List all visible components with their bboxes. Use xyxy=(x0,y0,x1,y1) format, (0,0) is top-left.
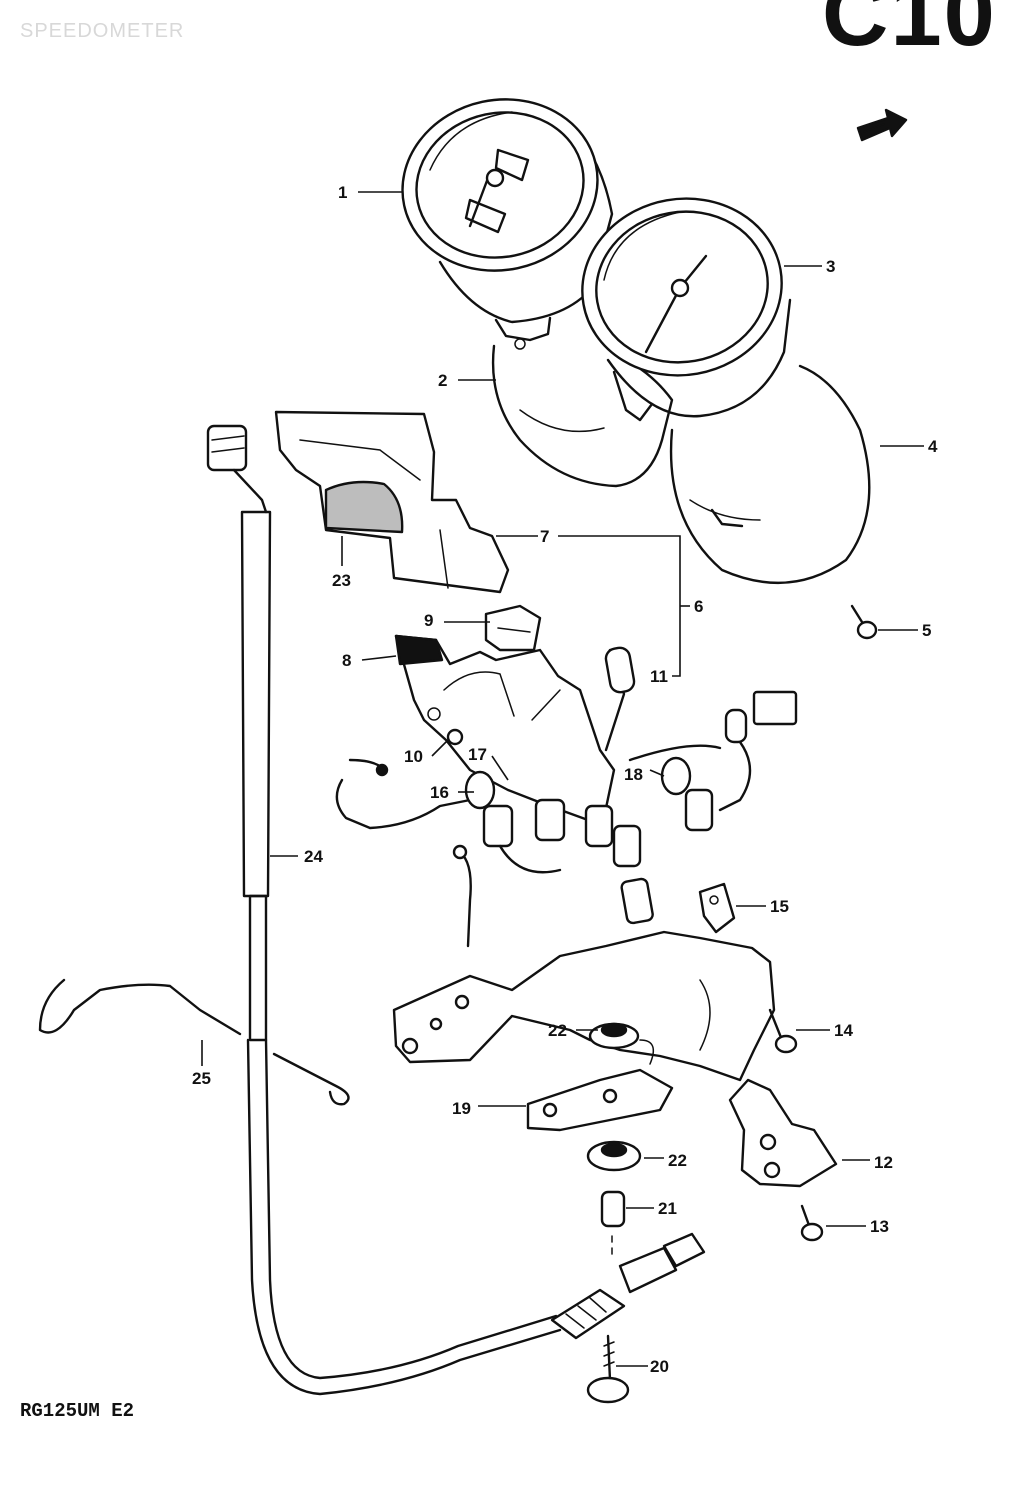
callout-21: 21 xyxy=(658,1199,677,1218)
pin-part-21 xyxy=(600,1190,626,1255)
speedometer-housing xyxy=(491,344,674,488)
callout-10: 10 xyxy=(404,747,423,766)
model-code: RG125UM E2 xyxy=(20,1400,135,1422)
callout-13: 13 xyxy=(870,1217,889,1236)
rubber-grommet-lower xyxy=(586,1140,642,1172)
indicator-lamp-housing xyxy=(394,604,616,822)
bolt-part-14 xyxy=(768,1008,798,1054)
callout-2: 2 xyxy=(438,371,447,390)
callout-11: 11 xyxy=(650,667,668,686)
callout-22-upper: 22 xyxy=(548,1021,567,1040)
callout-20: 20 xyxy=(650,1357,669,1376)
tachometer-gauge xyxy=(581,197,792,422)
callout-17: 17 xyxy=(468,745,487,764)
callout-12: 12 xyxy=(874,1153,893,1172)
front-arrow-icon xyxy=(856,108,908,142)
wire-clamp xyxy=(698,882,736,934)
callout-6: 6 xyxy=(694,597,703,616)
callout-16: 16 xyxy=(430,783,449,802)
callout-7: 7 xyxy=(540,527,549,546)
bolt-part-20 xyxy=(586,1334,630,1404)
callout-15: 15 xyxy=(770,897,789,916)
wire-tie xyxy=(38,978,350,1106)
bolt-part-13 xyxy=(800,1204,824,1242)
callout-23: 23 xyxy=(332,571,351,590)
callout-9: 9 xyxy=(424,611,433,630)
page-header-title: SPEEDOMETER xyxy=(20,20,185,42)
callout-24: 24 xyxy=(304,847,323,866)
speedometer-gauge xyxy=(401,98,614,350)
lower-plate xyxy=(526,1068,674,1132)
callout-3: 3 xyxy=(826,257,835,276)
callout-22-lower: 22 xyxy=(668,1151,687,1170)
meter-cover xyxy=(274,410,510,594)
side-bracket xyxy=(728,1078,838,1188)
callout-14: 14 xyxy=(834,1021,853,1040)
callout-8: 8 xyxy=(342,651,351,670)
screw-part-5 xyxy=(850,604,878,640)
rubber-grommet-upper xyxy=(588,1022,640,1050)
callout-1: 1 xyxy=(338,183,347,202)
callout-19: 19 xyxy=(452,1099,471,1118)
meter-bracket xyxy=(392,930,776,1082)
speedometer-cable xyxy=(206,424,706,1396)
leader-lines xyxy=(201,191,924,1367)
section-code: C10 xyxy=(822,0,997,65)
lamp-sockets-wiring xyxy=(335,646,798,948)
callout-18: 18 xyxy=(624,765,643,784)
callout-4: 4 xyxy=(928,437,938,456)
tachometer-housing xyxy=(669,364,871,585)
callout-25: 25 xyxy=(192,1069,211,1088)
callout-5: 5 xyxy=(922,621,931,640)
